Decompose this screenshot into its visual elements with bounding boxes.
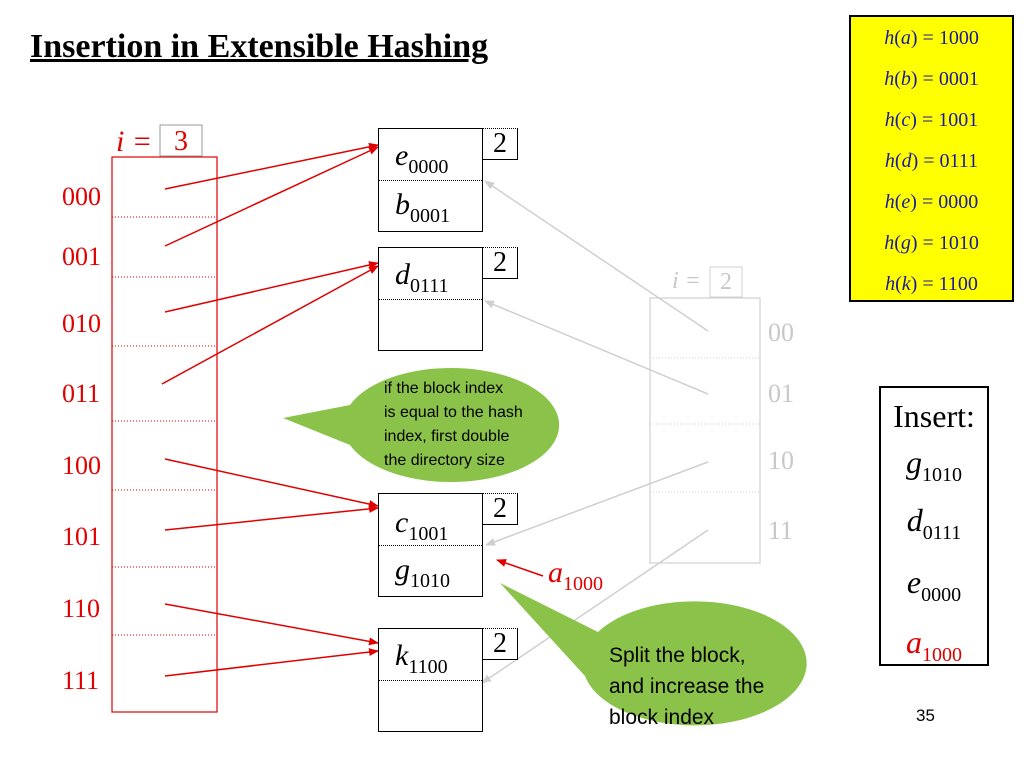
bucket-4-slot-2 [379, 680, 482, 731]
old-dir-entry-01: 01 [768, 379, 794, 408]
new-directory-i-box [159, 124, 203, 157]
bucket-2-slot-1: d0111 [379, 248, 482, 300]
old-pointer-11 [481, 529, 709, 684]
record-c: c1001 [395, 506, 449, 545]
old-pointer-01 [484, 300, 709, 395]
callout-split-line-2: and increase the [609, 675, 765, 698]
pointer-011 [161, 265, 379, 385]
bucket-1-slot-2: b0001 [379, 180, 482, 231]
pointer-001 [164, 146, 379, 247]
insert-item-e: e0000 [906, 564, 962, 606]
callout-double-line-2: is equal to the hash [384, 404, 523, 421]
dir-entry-100: 100 [62, 451, 101, 480]
bucket-4: k1100 [378, 628, 483, 732]
pointer-010 [164, 261, 379, 313]
hash-line-a: h(a) = 1000 [884, 27, 979, 49]
pointer-110 [164, 603, 379, 646]
new-directory-box [111, 156, 218, 713]
pointer-000 [164, 142, 379, 190]
callout-double-directory: if the block index is equal to the hash … [384, 377, 523, 473]
bucket-1: e0000 b0001 [378, 128, 483, 232]
bucket-1-slot-1: e0000 [379, 129, 482, 181]
hash-line-g: h(g) = 1010 [884, 232, 979, 254]
bucket-2-slot-2 [379, 299, 482, 350]
hash-values-table: h(a) = 1000 h(b) = 0001 h(c) = 1001 h(d)… [849, 15, 1014, 302]
old-directory-i-box [709, 266, 743, 298]
pointer-101 [164, 504, 379, 531]
dir-entry-111: 111 [62, 666, 100, 695]
insert-item-a: a1000 [906, 624, 962, 666]
bucket-3: c1001 g1010 [378, 493, 483, 597]
insert-panel: Insert: g1010 d0111 e0000 a1000 [879, 386, 989, 666]
record-d: d0111 [395, 258, 449, 297]
old-directory-i-label: i = [672, 268, 701, 294]
hash-line-e: h(e) = 0000 [884, 191, 979, 213]
record-k: k1100 [395, 639, 448, 678]
old-directory-i-value: 2 [720, 269, 732, 295]
bucket-3-slot-1: c1001 [379, 494, 482, 546]
callout-split-line-1: Split the block, [609, 644, 746, 667]
insert-heading: Insert: [893, 398, 975, 434]
bucket-3-slot-2: g1010 [379, 545, 482, 596]
callout-double-line-4: the directory size [384, 452, 505, 469]
insert-item-d: d0111 [906, 502, 962, 544]
old-pointer-00 [484, 180, 709, 332]
dir-entry-001: 001 [62, 242, 101, 271]
callout-double-directory-bubble [283, 368, 560, 482]
hash-line-k: h(k) = 1100 [885, 273, 978, 295]
dir-entry-110: 110 [62, 594, 101, 623]
hash-line-c: h(c) = 1001 [884, 109, 979, 131]
callout-double-line-1: if the block index [384, 380, 504, 397]
pointer-100 [164, 458, 379, 508]
dir-entry-000: 000 [62, 182, 101, 211]
pointer-111 [164, 648, 379, 677]
bucket-4-index: 2 [483, 628, 518, 660]
page-number: 35 [916, 706, 935, 725]
dir-entry-011: 011 [62, 379, 101, 408]
dir-entry-101: 101 [62, 522, 101, 551]
old-dir-entry-11: 11 [768, 516, 794, 545]
dir-entry-010: 010 [62, 309, 101, 338]
record-b: b0001 [395, 188, 450, 227]
bucket-1-index: 2 [483, 128, 518, 160]
new-directory-dividers [112, 216, 217, 636]
bucket-2-index: 2 [483, 247, 518, 279]
callout-double-line-3: index, first double [384, 428, 510, 445]
pending-record-arrow [496, 559, 544, 577]
insert-item-g: g1010 [906, 444, 962, 486]
bucket-3-index: 2 [483, 493, 518, 525]
old-directory-box [649, 297, 761, 564]
hash-line-b: h(b) = 0001 [884, 68, 979, 90]
record-g: g1010 [395, 553, 450, 592]
new-directory-i-label: i = [116, 125, 153, 158]
old-dir-entry-00: 00 [768, 318, 794, 347]
page-title: Insertion in Extensible Hashing [30, 28, 489, 65]
callout-split-block: Split the block, and increase the block … [609, 640, 764, 733]
new-directory-i-value: 3 [174, 126, 188, 157]
record-e: e0000 [395, 139, 449, 178]
old-pointer-10 [485, 461, 709, 546]
bucket-2: d0111 [378, 247, 483, 351]
hash-line-d: h(d) = 0111 [884, 150, 979, 172]
old-dir-entry-10: 10 [768, 446, 794, 475]
callout-split-block-bubble [500, 583, 807, 726]
pending-record-a: a1000 [548, 556, 603, 595]
bucket-4-slot-1: k1100 [379, 629, 482, 681]
callout-split-line-3: block index [609, 706, 715, 729]
